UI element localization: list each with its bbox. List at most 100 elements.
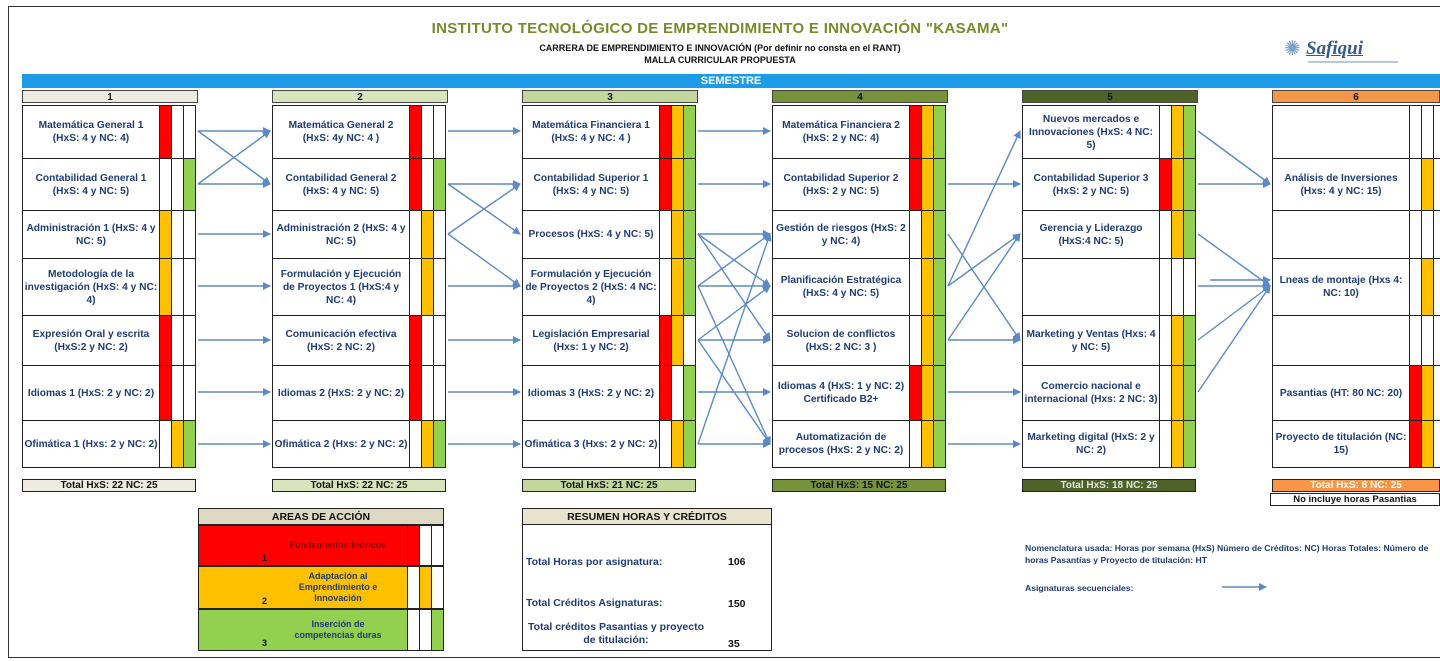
area-strip [183,420,196,468]
subject-cell[interactable]: Ofimática 1 (Hxs: 2 y NC: 2) [22,420,160,468]
sequence-arrow [947,233,1021,287]
subject-cell[interactable] [1272,315,1410,366]
nomenclature-note: Nomenclatura usada: Horas por semana (Hx… [1025,543,1429,565]
subject-cell[interactable]: Idiomas 2 (HxS: 2 y NC: 2) [272,365,410,421]
subject-cell[interactable]: Análisis de Inversiones (Hxs: 4 y NC: 15… [1272,158,1410,211]
resumen-value-hours: 106 [728,556,746,568]
subject-cell[interactable]: Metodología de la investigación (HxS: 4 … [22,258,160,316]
subject-cell[interactable]: Expresión Oral y escrita (HxS:2 y NC: 2) [22,315,160,366]
subject-cell[interactable]: Contabilidad General 2 (HxS: 4 y NC: 5) [272,158,410,211]
area-strip [431,525,444,566]
area-strip [1183,420,1196,468]
sequence-arrow [1197,233,1271,287]
semester-header-1: 1 [22,90,198,103]
sequence-arrow [697,285,771,445]
sequential-label: Asignaturas secuenciales: [1025,583,1134,593]
page-frame [8,6,1440,658]
subject-cell[interactable]: Ofimática 3 (Hxs: 2 y NC: 2) [522,420,660,468]
subject-cell[interactable]: Ofimática 2 (Hxs: 2 y NC: 2) [272,420,410,468]
sequence-arrow [697,233,771,341]
semester-total: Total HxS: 8 NC: 25 [1272,479,1440,492]
area-2: Adaptación al Emprendimiento e Innovació… [198,566,408,609]
career-subtitle: CARRERA DE EMPRENDIMIENTO E INNOVACIÓN (… [539,43,901,53]
area-strip [431,566,444,609]
subject-cell[interactable]: Administración 2 (HxS: 4 y NC: 5) [272,210,410,259]
subject-cell[interactable]: Matemática General 2 (HxS: 4y NC: 4 ) [272,105,410,159]
sequence-arrow [697,233,772,445]
subject-cell[interactable]: Marketing digital (HxS: 2 y NC: 2) [1022,420,1160,468]
subject-cell[interactable] [1272,105,1410,159]
subject-cell[interactable]: Contabilidad Superior 3 (HxS: 2 y NC: 5) [1022,158,1160,211]
area-number: 1 [262,553,268,563]
subject-cell[interactable]: Solucion de conflictos (HxS: 2 NC: 3 ) [772,315,910,366]
logo-star-icon: ✺ [1284,38,1301,60]
resumen-label-pasantias: Total créditos Pasantias y proyecto de t… [527,621,705,646]
semester-bar: SEMESTRE [22,74,1440,88]
sequence-arrow [697,233,771,287]
subject-cell[interactable]: Pasantias (HT: 80 NC: 20) [1272,365,1410,421]
semester-total: Total HxS: 18 NC: 25 [1022,479,1196,492]
area-strip [433,420,446,468]
sequence-arrow [697,339,771,445]
subject-cell[interactable]: Gestión de riesgos (HxS: 2 y NC: 4) [772,210,910,259]
sequence-arrow [697,285,771,341]
sequence-arrow [447,233,521,287]
sequence-arrow [947,130,1021,287]
semester-header-5: 5 [1022,90,1198,103]
area-label: Adaptación al Emprendimiento e Innovació… [298,571,378,603]
subject-cell[interactable]: Contabilidad General 1 (HxS: 4 y NC: 5) [22,158,160,211]
sequence-arrow [1197,285,1271,393]
institute-title: INSTITUTO TECNOLÓGICO DE EMPRENDIMIENTO … [431,20,1009,37]
area-1: Fundamentos teóricos [198,525,408,566]
resumen-value-pasantias: 35 [728,638,740,650]
area-number: 3 [262,638,268,648]
resumen-box [522,525,772,651]
semester-header-6: 6 [1272,90,1440,103]
subject-cell[interactable]: Marketing y Ventas (Hxs: 4 y NC: 5) [1022,315,1160,366]
subject-cell[interactable]: Contabilidad Superior 2 (HxS: 2 y NC: 5) [772,158,910,211]
subject-cell[interactable]: Contabilidad Superior 1 (HxS: 4 y NC: 5) [522,158,660,211]
subject-cell[interactable]: Formulación y Ejecución de Proyectos 2 (… [522,258,660,316]
semester-header-4: 4 [772,90,948,103]
sequence-arrow [1197,285,1271,341]
semester-header-2: 2 [272,90,448,103]
resumen-label-hours: Total Horas por asignatura: [526,556,663,568]
logo-underline [1308,61,1398,63]
area-3: Inserción de competencias duras [198,609,408,651]
sequence-arrow [1197,130,1271,185]
areas-header: AREAS DE ACCIÓN [198,508,444,525]
semester-total: Total HxS: 22 NC: 25 [272,479,446,492]
subject-cell[interactable]: Proyecto de titulación (NC: 15) [1272,420,1410,468]
resumen-value-credits: 150 [728,598,746,610]
subject-cell[interactable]: Matemática Financiera 2 (HxS: 2 y NC: 4) [772,105,910,159]
subject-cell[interactable]: Gerencia y Liderazgo (HxS:4 NC: 5) [1022,210,1160,259]
sequence-arrow [447,183,521,235]
resumen-label-credits: Total Créditos Asignaturas: [526,597,663,609]
area-number: 2 [262,596,268,606]
area-label: Inserción de competencias duras [294,619,382,640]
area-label: Fundamentos teóricos [289,540,387,550]
semester-total: Total HxS: 22 NC: 25 [22,479,196,492]
area-strip [431,609,444,651]
subject-cell[interactable]: Legislación Empresarial (Hxs: 1 y NC: 2) [522,315,660,366]
area-strip [933,420,946,468]
subject-cell[interactable]: Administración 1 (HxS: 4 y NC: 5) [22,210,160,259]
curriculum-subtitle: MALLA CURRICULAR PROPUESTA [644,55,796,65]
subject-cell[interactable]: Comercio nacional e internacional (Hxs: … [1022,365,1160,421]
subject-cell[interactable]: Nuevos mercados e Innovaciones (HxS: 4 N… [1022,105,1160,159]
subject-cell[interactable]: Planificación Estratégica (HxS: 4 y NC: … [772,258,910,316]
semester-header-3: 3 [522,90,698,103]
area-strip [1433,420,1440,468]
semester-total: Total HxS: 21 NC: 25 [522,479,696,492]
sequence-arrow [947,233,1021,341]
semester-total: Total HxS: 15 NC: 25 [772,479,946,492]
subject-cell[interactable] [1022,258,1160,316]
area-strip [683,420,696,468]
safiqui-logo: ✺ Safiqui [1284,34,1404,68]
subject-cell[interactable]: Formulación y Ejecución de Proyectos 1 (… [272,258,410,316]
subject-cell[interactable]: Lneas de montaje (Hxs 4: NC: 10) [1272,258,1410,316]
sequence-arrow [197,130,271,185]
resumen-header: RESUMEN HORAS Y CRÉDITOS [522,508,772,525]
logo-text: Safiqui [1306,38,1364,59]
